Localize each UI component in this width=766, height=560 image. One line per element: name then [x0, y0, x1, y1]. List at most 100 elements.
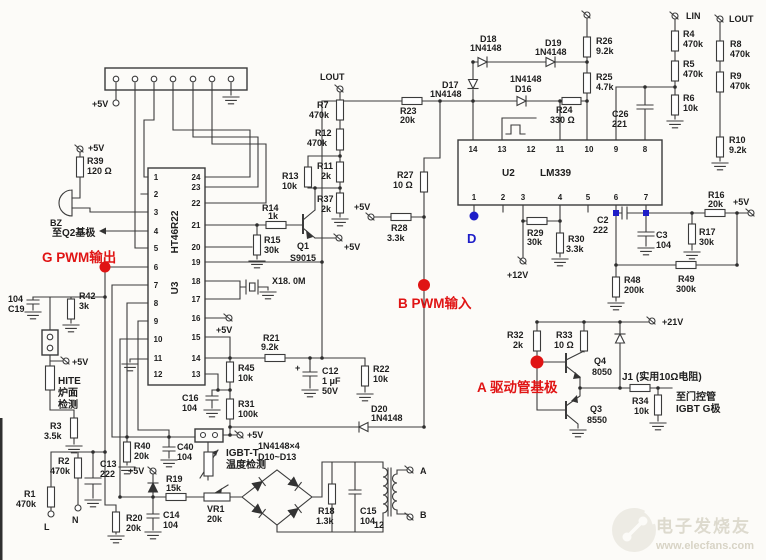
label-r20: R20 — [126, 513, 143, 523]
resistor-r11 — [335, 161, 345, 183]
label-c14: C14 — [163, 510, 180, 520]
label-10k: 10k — [634, 406, 650, 416]
label-s9015: S9015 — [290, 253, 316, 263]
label-12: 12 — [527, 145, 536, 154]
label-20k: 20k — [126, 523, 142, 533]
label-r4: R4 — [683, 29, 695, 39]
label-5: 5 — [586, 193, 591, 202]
label--q2-: 至Q2基极 — [52, 226, 96, 239]
watermark-site: www.elecfans.com — [655, 540, 754, 552]
resistor-r24 — [561, 96, 582, 106]
resistor-r10 — [715, 136, 725, 158]
diode-d19 — [545, 56, 556, 68]
label-r22: R22 — [373, 364, 390, 374]
diode-drive — [614, 333, 626, 344]
label-9: 9 — [614, 145, 619, 154]
resistor-r13 — [303, 166, 313, 188]
resistor-r32 — [532, 330, 542, 352]
label-10k: 10k — [282, 181, 298, 191]
label--: 炉面 — [58, 386, 78, 399]
resistor-r3 — [69, 417, 79, 439]
resistor-r37 — [335, 192, 345, 214]
resistor-r8 — [715, 40, 725, 62]
connector-hite — [41, 329, 59, 356]
resistor-r6 — [670, 94, 680, 116]
label-12: 12 — [154, 370, 163, 379]
resistor-r26 — [582, 36, 592, 58]
label-20k: 20k — [708, 199, 724, 209]
thermistor-hite — [44, 365, 56, 391]
label-+5v: +5V — [247, 430, 263, 440]
label-+5v: +5V — [344, 242, 360, 252]
label-11: 11 — [154, 354, 163, 363]
label-j1-10ω-: J1 (实用10Ω电阻) — [622, 370, 702, 383]
label-r23: R23 — [400, 106, 417, 116]
label-igbt-t: IGBT-T — [226, 448, 259, 459]
label-1n4148: 1N4148 — [430, 89, 462, 99]
label-15k: 15k — [166, 483, 182, 493]
label-+5v: +5V — [88, 143, 104, 153]
label-470k: 470k — [683, 69, 704, 79]
label-x18.-0m: X18. 0M — [272, 276, 306, 286]
label-r26: R26 — [596, 36, 613, 46]
label-8: 8 — [643, 145, 648, 154]
label-19: 19 — [192, 258, 201, 267]
label-6: 6 — [154, 263, 159, 272]
label-1n4148: 1N4148 — [510, 74, 542, 84]
label-10k: 10k — [373, 374, 389, 384]
label-lout: LOUT — [320, 72, 345, 82]
label-10k: 10k — [238, 373, 254, 383]
marker-point-d — [469, 211, 479, 221]
label-50v: 50V — [322, 386, 338, 396]
label-17: 17 — [192, 295, 201, 304]
label-r8: R8 — [730, 39, 742, 49]
label-r29: R29 — [527, 228, 544, 238]
component-symbols — [41, 30, 726, 533]
label-470k: 470k — [307, 138, 328, 148]
resistor-r31 — [225, 398, 235, 420]
label-q4: Q4 — [594, 356, 606, 366]
resistor-r5 — [670, 60, 680, 82]
ic-u2-part-label: LM339 — [540, 168, 572, 179]
label-104: 104 — [360, 516, 375, 526]
label-r30: R30 — [568, 234, 585, 244]
label-q3: Q3 — [590, 404, 602, 414]
label-r28: R28 — [391, 223, 408, 233]
diode-d17 — [467, 78, 479, 90]
label-104: 104 — [8, 294, 23, 304]
label-470k: 470k — [730, 49, 751, 59]
label-2k: 2k — [321, 204, 332, 214]
label-470k: 470k — [50, 466, 71, 476]
ic-u2-ref-label: U2 — [502, 168, 515, 179]
label-r18: R18 — [318, 506, 335, 516]
label-15: 15 — [192, 333, 201, 342]
label-1.3k: 1.3k — [316, 516, 335, 526]
label-1: 1 — [154, 173, 159, 182]
resistor-r23 — [401, 96, 423, 106]
scan-edge — [0, 418, 3, 560]
label-9.2k: 9.2k — [596, 46, 615, 56]
connector-igbt-t — [194, 428, 224, 443]
label-5: 5 — [154, 244, 159, 253]
annotation-d-point: D — [467, 231, 476, 246]
annotation-a-driver-base: A 驱动管基极 — [477, 379, 558, 395]
bridge-diode — [251, 477, 266, 492]
label-+12v: +12V — [507, 270, 528, 280]
label-r24: R24 — [556, 105, 573, 115]
label-c2: C2 — [597, 215, 609, 225]
label-n: N — [72, 515, 79, 525]
label-r33: R33 — [556, 330, 573, 340]
ic-u3-ref-label: U3 — [170, 281, 181, 294]
label-9.2k: 9.2k — [261, 342, 280, 352]
ic-u3-body — [147, 167, 206, 386]
label-2k: 2k — [513, 340, 524, 350]
label-bz: BZ — [50, 218, 62, 228]
label-r40: R40 — [134, 441, 151, 451]
label-r48: R48 — [624, 275, 641, 285]
label-d20: D20 — [371, 404, 388, 414]
label-10-ω: 10 Ω — [393, 180, 413, 190]
label-r32: R32 — [507, 330, 524, 340]
label-104: 104 — [163, 520, 178, 530]
label-3: 3 — [154, 208, 159, 217]
